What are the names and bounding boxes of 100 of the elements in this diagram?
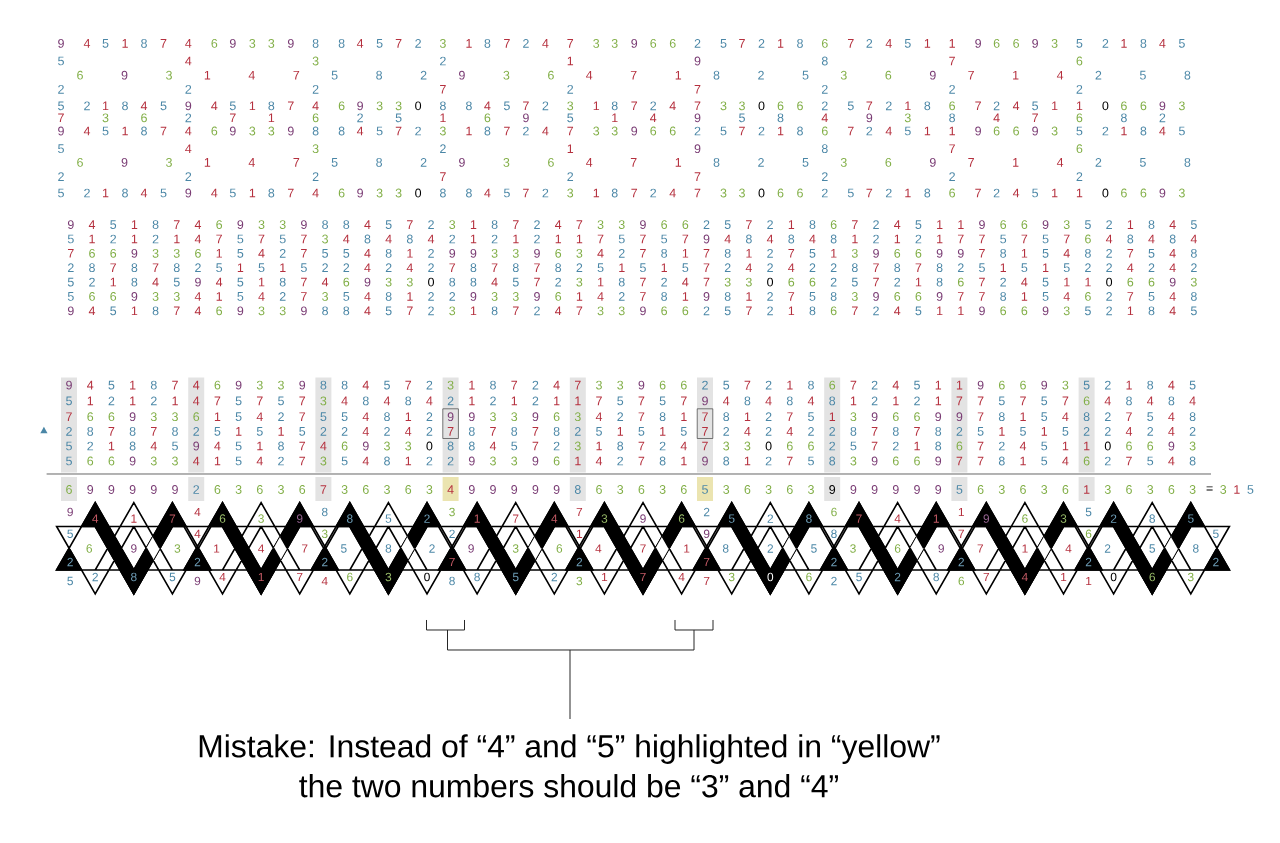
digit: 2 <box>185 113 192 123</box>
digit: 6 <box>786 441 793 451</box>
digit: 3 <box>376 188 383 198</box>
digit: 7 <box>638 456 645 466</box>
digit: 9 <box>468 485 475 494</box>
digit: 9 <box>703 292 710 301</box>
digit: 7 <box>956 456 963 466</box>
digit: 5 <box>173 277 180 287</box>
digit: 1 <box>259 277 265 287</box>
digit: 5 <box>58 144 64 154</box>
digit: 9 <box>449 248 456 258</box>
digit: 8 <box>723 456 730 466</box>
highlight-cell: 4 <box>442 477 459 501</box>
digit: 2 <box>831 576 837 586</box>
digit: 0 <box>424 572 430 582</box>
digit: 4 <box>489 441 497 451</box>
digit: 1 <box>778 126 784 136</box>
digit: 9 <box>702 456 708 466</box>
digit: 6 <box>1021 220 1028 229</box>
digit: 7 <box>299 456 306 466</box>
digit: 1 <box>554 396 560 406</box>
digit: 9 <box>1041 380 1048 390</box>
digit: 6 <box>89 248 95 258</box>
digit: 1 <box>470 220 477 229</box>
digit: 8 <box>511 427 518 436</box>
digit: 2 <box>1083 427 1090 436</box>
digit: 7 <box>58 113 64 123</box>
digit: 4 <box>215 277 223 287</box>
digit: 8 <box>268 101 275 111</box>
digit: 2 <box>279 292 286 301</box>
digit: 2 <box>703 220 710 229</box>
digit: 7 <box>108 427 115 436</box>
digit: 5 <box>67 529 73 538</box>
digit: 2 <box>956 427 963 436</box>
digit: 2 <box>150 396 157 406</box>
digit: 1 <box>87 396 94 406</box>
digit: 1 <box>214 456 221 466</box>
digit: 5 <box>331 158 338 167</box>
digit: 8 <box>484 39 491 48</box>
digit: 1 <box>108 441 115 451</box>
digit: 5 <box>58 56 64 66</box>
digit: 8 <box>831 529 837 538</box>
digit: 4 <box>892 380 899 390</box>
digit: 1 <box>258 572 264 582</box>
digit: 1 <box>1076 101 1083 111</box>
digit: 2 <box>767 514 774 523</box>
digit: 5 <box>376 39 383 48</box>
digit: 7 <box>957 292 964 301</box>
digit: 4 <box>1125 427 1133 436</box>
digit: 8 <box>385 292 392 301</box>
digit: 1 <box>933 514 939 523</box>
digit: 7 <box>787 412 793 421</box>
digit: 2 <box>650 101 657 111</box>
digit: 6 <box>110 248 117 258</box>
digit: 8 <box>131 572 137 582</box>
digit: 6 <box>830 220 837 229</box>
digit: 3 <box>739 188 745 198</box>
digit: 5 <box>1147 456 1154 466</box>
digit: 2 <box>661 277 667 287</box>
digit: 7 <box>640 292 646 301</box>
digit: 2 <box>1076 84 1083 94</box>
digit: 3 <box>322 234 328 244</box>
digit: 9 <box>936 292 943 301</box>
digit: 8 <box>129 441 136 451</box>
digit: 4 <box>321 576 328 586</box>
digit: 3 <box>439 126 446 136</box>
digit: 6 <box>77 158 83 167</box>
digit: 8 <box>490 380 496 390</box>
digit: 5 <box>341 412 348 422</box>
digit: 1 <box>598 277 604 287</box>
digit: 2 <box>1104 380 1111 390</box>
digit: 8 <box>1083 412 1090 422</box>
digit: 2 <box>424 514 430 523</box>
digit: 1 <box>513 234 519 244</box>
digit: 7 <box>703 557 710 567</box>
digit: 7 <box>230 113 236 123</box>
highlight-cell: 8 <box>569 477 586 501</box>
digit: 9 <box>108 485 115 494</box>
digit: 9 <box>58 126 64 136</box>
digit: 8 <box>322 306 328 316</box>
digit: 5 <box>395 113 402 123</box>
digit: 2 <box>915 234 922 244</box>
digit: 9 <box>979 306 985 316</box>
digit: 3 <box>617 485 624 494</box>
digit: 2 <box>576 263 583 273</box>
digit: 5 <box>847 188 854 198</box>
digit: 4 <box>364 263 371 272</box>
digit: 5 <box>384 380 390 390</box>
digit: 9 <box>131 248 138 258</box>
digit: 1 <box>469 396 475 406</box>
digit: 5 <box>1083 380 1090 390</box>
digit: 4 <box>426 396 433 406</box>
digit: 9 <box>131 292 138 301</box>
digit: 7 <box>979 234 985 244</box>
digit: 1 <box>576 234 583 244</box>
digit: 9 <box>131 544 137 553</box>
digit: 8 <box>1140 39 1147 48</box>
digit: 2 <box>343 263 350 273</box>
digit: 2 <box>866 39 873 48</box>
digit: 8 <box>470 277 477 287</box>
